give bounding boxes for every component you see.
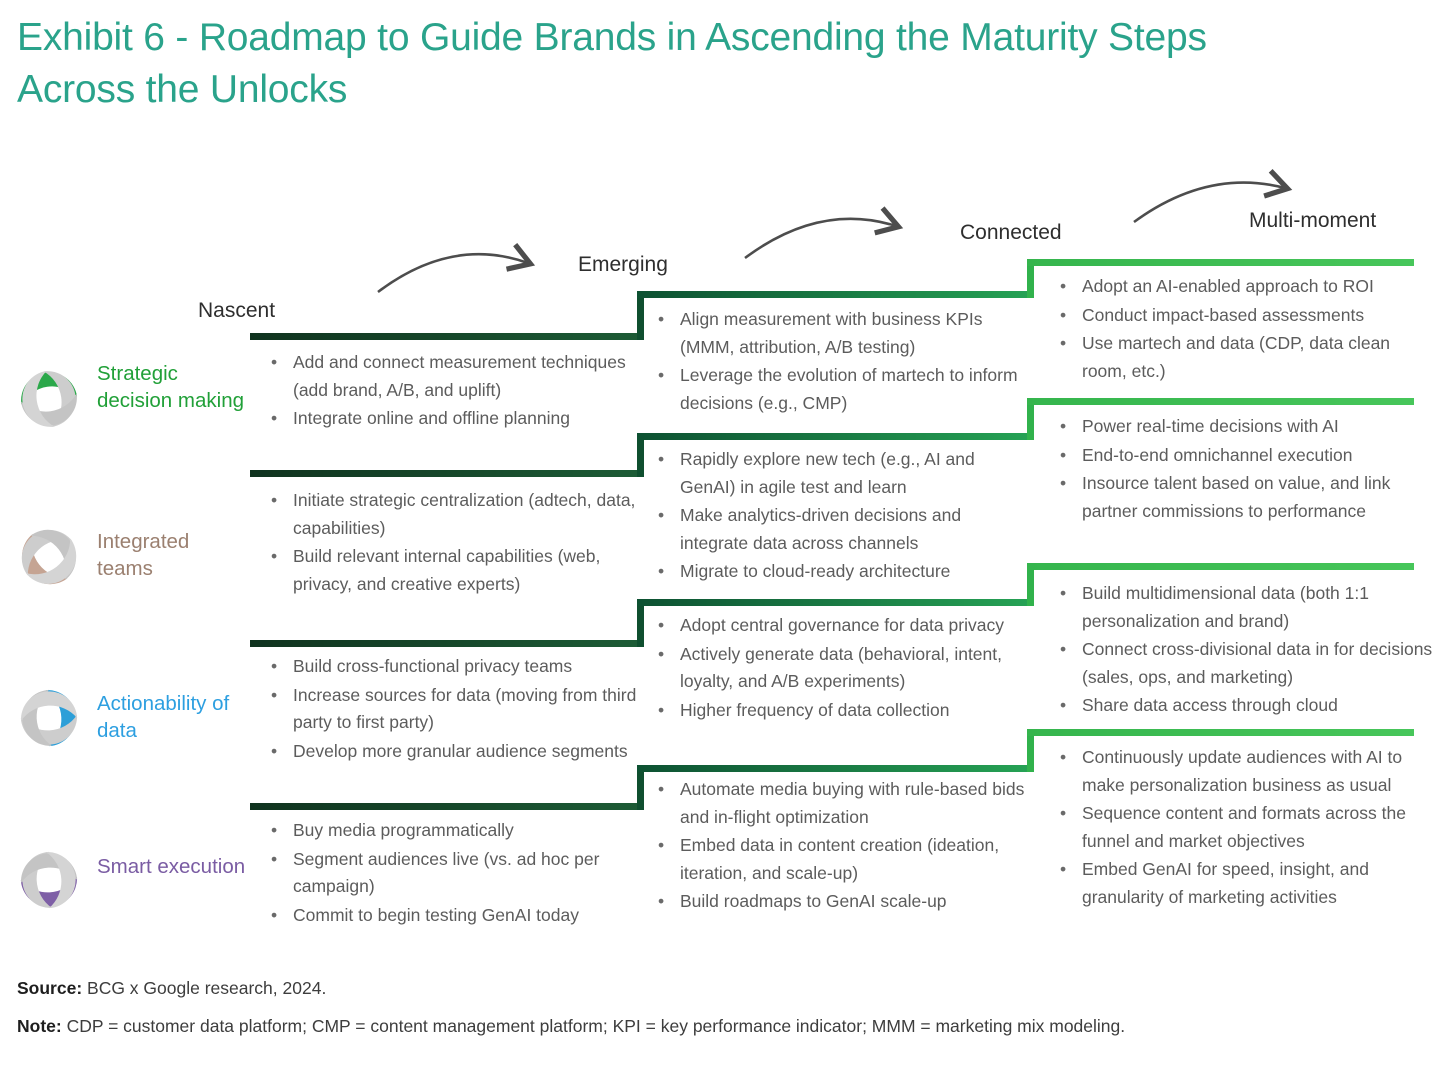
bullet-item: Build cross-functional privacy teams <box>266 653 638 681</box>
bullet-item: Continuously update audiences with AI to… <box>1055 744 1440 799</box>
bullet-item: Migrate to cloud-ready architecture <box>653 558 1031 586</box>
cell-strategic-connected: Adopt an AI-enabled approach to ROICondu… <box>1055 273 1433 386</box>
page-title-line2: Across the Unlocks <box>17 68 348 111</box>
bullet-item: Connect cross-divisional data in for dec… <box>1055 636 1433 691</box>
step-riser-connected-row2 <box>1027 398 1034 440</box>
note-text: CDP = customer data platform; CMP = cont… <box>61 1016 1126 1036</box>
cell-integrated-nascent: Initiate strategic centralization (adtec… <box>266 487 638 599</box>
bullet-item: Share data access through cloud <box>1055 692 1433 720</box>
cell-actionability-nascent: Build cross-functional privacy teamsIncr… <box>266 653 638 766</box>
arrow-nascent-to-emerging-icon <box>377 243 536 294</box>
cell-smart-nascent: Buy media programmaticallySegment audien… <box>266 817 638 930</box>
bullet-item: Conduct impact-based assessments <box>1055 302 1433 330</box>
note-line: Note: CDP = customer data platform; CMP … <box>17 1016 1125 1037</box>
stage-label-emerging: Emerging <box>578 253 668 276</box>
cell-smart-emerging: Automate media buying with rule-based bi… <box>653 776 1031 917</box>
bullet-item: Increase sources for data (moving from t… <box>266 682 638 737</box>
step-line-connected-row4 <box>1027 729 1414 736</box>
page-title: Exhibit 6 - Roadmap to Guide Brands in A… <box>17 12 1417 116</box>
bullet-item: Insource talent based on value, and link… <box>1055 470 1433 525</box>
bullet-item: Automate media buying with rule-based bi… <box>653 776 1031 831</box>
swirl-icon-smart <box>20 851 78 909</box>
bullet-item: Actively generate data (behavioral, inte… <box>653 641 1043 696</box>
stage-label-nascent: Nascent <box>198 299 276 322</box>
bullet-item: Embed data in content creation (ideation… <box>653 832 1031 887</box>
cell-strategic-emerging: Align measurement with business KPIs (MM… <box>653 306 1031 418</box>
step-line-connected-row1 <box>1027 259 1414 266</box>
row-label-integrated-teams: Integrated teams <box>97 530 190 580</box>
step-riser-emerging-row3 <box>637 599 644 647</box>
source-label: Source: <box>17 978 83 998</box>
bullet-item: Adopt central governance for data privac… <box>653 612 1043 640</box>
swirl-icon-actionability <box>20 689 78 747</box>
step-line-connected-row3 <box>1027 563 1414 570</box>
bullet-item: Align measurement with business KPIs (MM… <box>653 306 1031 361</box>
bullet-item: Initiate strategic centralization (adtec… <box>266 487 638 542</box>
cell-smart-connected: Continuously update audiences with AI to… <box>1055 744 1440 912</box>
bullet-item: Make analytics-driven decisions and inte… <box>653 502 1031 557</box>
bullet-item: Build multidimensional data (both 1:1 pe… <box>1055 580 1433 635</box>
cell-integrated-emerging: Rapidly explore new tech (e.g., AI and G… <box>653 446 1031 587</box>
stage-label-multi-moment: Multi-moment <box>1249 209 1377 232</box>
bullet-item: Segment audiences live (vs. ad hoc per c… <box>266 846 638 901</box>
swirl-icon-strategic <box>20 370 78 428</box>
step-riser-emerging-row4 <box>637 765 644 810</box>
source-text: BCG x Google research, 2024. <box>82 978 327 998</box>
page-title-line1: Exhibit 6 - Roadmap to Guide Brands in A… <box>17 16 1207 59</box>
bullet-item: Integrate online and offline planning <box>266 405 638 433</box>
row-label-smart-execution: Smart execution <box>97 855 246 878</box>
row-label-actionability-of-data: Actionability of data <box>97 692 230 742</box>
bullet-item: Adopt an AI-enabled approach to ROI <box>1055 273 1433 301</box>
bullet-item: Buy media programmatically <box>266 817 638 845</box>
step-riser-connected-row1 <box>1027 259 1034 298</box>
bullet-item: Power real-time decisions with AI <box>1055 413 1433 441</box>
bullet-item: Add and connect measurement techniques (… <box>266 349 638 404</box>
bullet-item: Build relevant internal capabilities (we… <box>266 543 638 598</box>
cell-integrated-connected: Power real-time decisions with AIEnd-to-… <box>1055 413 1433 526</box>
arrow-connected-to-multimoment-icon <box>1133 169 1293 224</box>
bullet-item: Use martech and data (CDP, data clean ro… <box>1055 330 1433 385</box>
bullet-item: Higher frequency of data collection <box>653 697 1043 725</box>
bullet-item: Leverage the evolution of martech to inf… <box>653 362 1031 417</box>
stage-label-connected: Connected <box>960 221 1062 244</box>
step-line-nascent-row2 <box>250 470 644 477</box>
swirl-icon-integrated <box>21 529 77 585</box>
step-line-nascent-row4 <box>250 803 644 810</box>
bullet-item: Build roadmaps to GenAI scale-up <box>653 888 1031 916</box>
step-riser-connected-row4 <box>1027 729 1034 772</box>
source-line: Source: BCG x Google research, 2024. <box>17 978 326 999</box>
step-line-emerging-row3 <box>637 599 1034 606</box>
bullet-item: Rapidly explore new tech (e.g., AI and G… <box>653 446 1031 501</box>
bullet-item: Embed GenAI for speed, insight, and gran… <box>1055 856 1440 911</box>
step-line-nascent-row3 <box>250 640 644 647</box>
step-riser-emerging-row1 <box>637 291 644 340</box>
note-label: Note: <box>17 1016 62 1036</box>
bullet-item: Develop more granular audience segments <box>266 738 638 766</box>
step-line-nascent-row1 <box>250 333 644 340</box>
step-riser-emerging-row2 <box>637 433 644 477</box>
step-line-emerging-row4 <box>637 765 1034 772</box>
arrow-emerging-to-connected-icon <box>744 206 904 260</box>
step-line-emerging-row2 <box>637 433 1034 440</box>
row-label-strategic-decision-making: Strategic decision making <box>97 362 244 412</box>
bullet-item: End-to-end omnichannel execution <box>1055 442 1433 470</box>
bullet-item: Commit to begin testing GenAI today <box>266 902 638 930</box>
step-line-emerging-row1 <box>637 291 1034 298</box>
step-line-connected-row2 <box>1027 398 1414 405</box>
cell-actionability-connected: Build multidimensional data (both 1:1 pe… <box>1055 580 1433 721</box>
cell-actionability-emerging: Adopt central governance for data privac… <box>653 612 1043 725</box>
cell-strategic-nascent: Add and connect measurement techniques (… <box>266 349 638 434</box>
bullet-item: Sequence content and formats across the … <box>1055 800 1440 855</box>
